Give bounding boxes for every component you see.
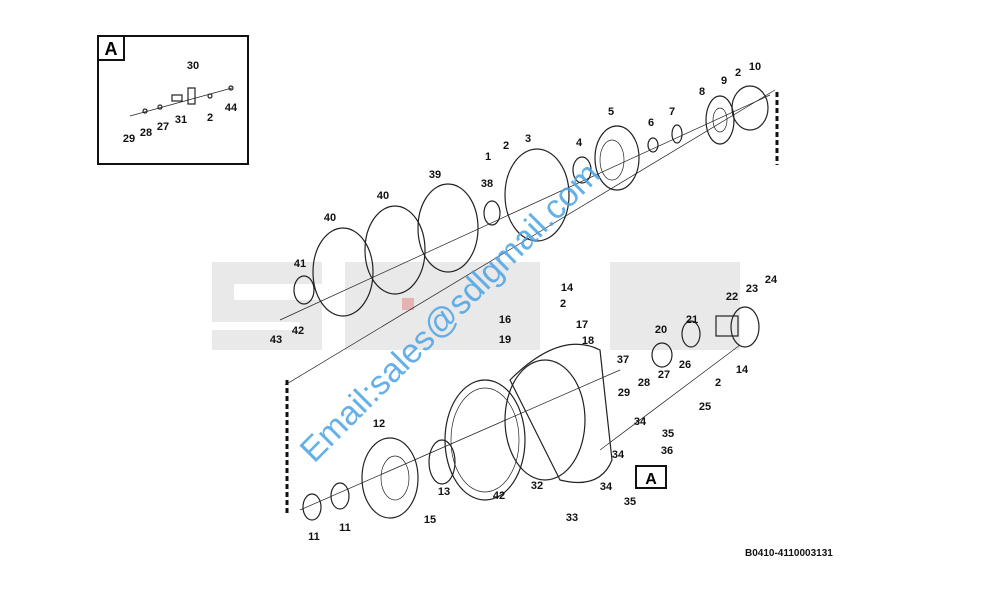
label-24: 24	[765, 274, 778, 286]
label-11: 11	[308, 531, 320, 543]
parts-upper	[293, 85, 769, 317]
label-15: 15	[424, 514, 436, 526]
inset-label-29: 29	[123, 133, 135, 145]
label-8: 8	[699, 86, 705, 98]
label-34: 34	[634, 416, 647, 428]
label-3: 3	[525, 133, 531, 145]
label-20: 20	[655, 324, 667, 336]
inset-label-44: 44	[225, 102, 238, 114]
inset-detail-a: A 30 29 28 27 31 2 44	[97, 35, 249, 165]
label-34: 34	[600, 481, 613, 493]
label-29: 29	[618, 387, 630, 399]
label-1: 1	[485, 151, 491, 163]
label-27: 27	[658, 369, 670, 381]
inset-label-30: 30	[187, 60, 199, 72]
label-33: 33	[566, 512, 578, 524]
label-2: 2	[715, 377, 721, 389]
label-40: 40	[324, 212, 336, 224]
label-4: 4	[576, 137, 583, 149]
label-17: 17	[576, 319, 588, 331]
label-21: 21	[686, 314, 698, 326]
part-labels: 9 2 10 8 7 6 5 4 3 2 1 38 39 40 40 41 42…	[270, 61, 778, 543]
label-14: 14	[736, 364, 749, 376]
label-28: 28	[638, 377, 650, 389]
label-23: 23	[746, 283, 758, 295]
label-18: 18	[582, 335, 594, 347]
label-14: 14	[561, 282, 574, 294]
label-19: 19	[499, 334, 511, 346]
label-22: 22	[726, 291, 738, 303]
label-2: 2	[735, 67, 741, 79]
label-43: 43	[270, 334, 282, 346]
label-36: 36	[661, 445, 673, 457]
label-6: 6	[648, 117, 654, 129]
label-26: 26	[679, 359, 691, 371]
label-42: 42	[292, 325, 304, 337]
label-41: 41	[294, 258, 306, 270]
drawing-code: B0410-4110003131	[745, 548, 833, 559]
label-9: 9	[721, 75, 727, 87]
inset-label-2: 2	[207, 112, 213, 124]
label-38: 38	[481, 178, 493, 190]
label-34: 34	[612, 449, 625, 461]
label-39: 39	[429, 169, 441, 181]
label-42: 42	[493, 490, 505, 502]
label-2: 2	[503, 140, 509, 152]
label-16: 16	[499, 314, 511, 326]
label-10: 10	[749, 61, 761, 73]
inset-label-28: 28	[140, 127, 152, 139]
label-11: 11	[339, 522, 351, 534]
watermark-email: Email:sales@sdlgmail.com	[293, 155, 607, 469]
assembly-axes	[279, 89, 779, 515]
inset-title: A	[105, 39, 118, 59]
label-2: 2	[560, 298, 566, 310]
label-35: 35	[662, 428, 674, 440]
label-40: 40	[377, 190, 389, 202]
label-5: 5	[608, 106, 614, 118]
inset-label-31: 31	[175, 114, 187, 126]
label-7: 7	[669, 106, 675, 118]
sdlg-logo	[212, 262, 740, 350]
label-13: 13	[438, 486, 450, 498]
label-25: 25	[699, 401, 711, 413]
label-35: 35	[624, 496, 636, 508]
label-12: 12	[373, 418, 385, 430]
label-37: 37	[617, 354, 629, 366]
parts-lower: A	[302, 306, 760, 521]
callout-a: A	[645, 471, 657, 488]
label-32: 32	[531, 480, 543, 492]
inset-label-27: 27	[157, 121, 169, 133]
